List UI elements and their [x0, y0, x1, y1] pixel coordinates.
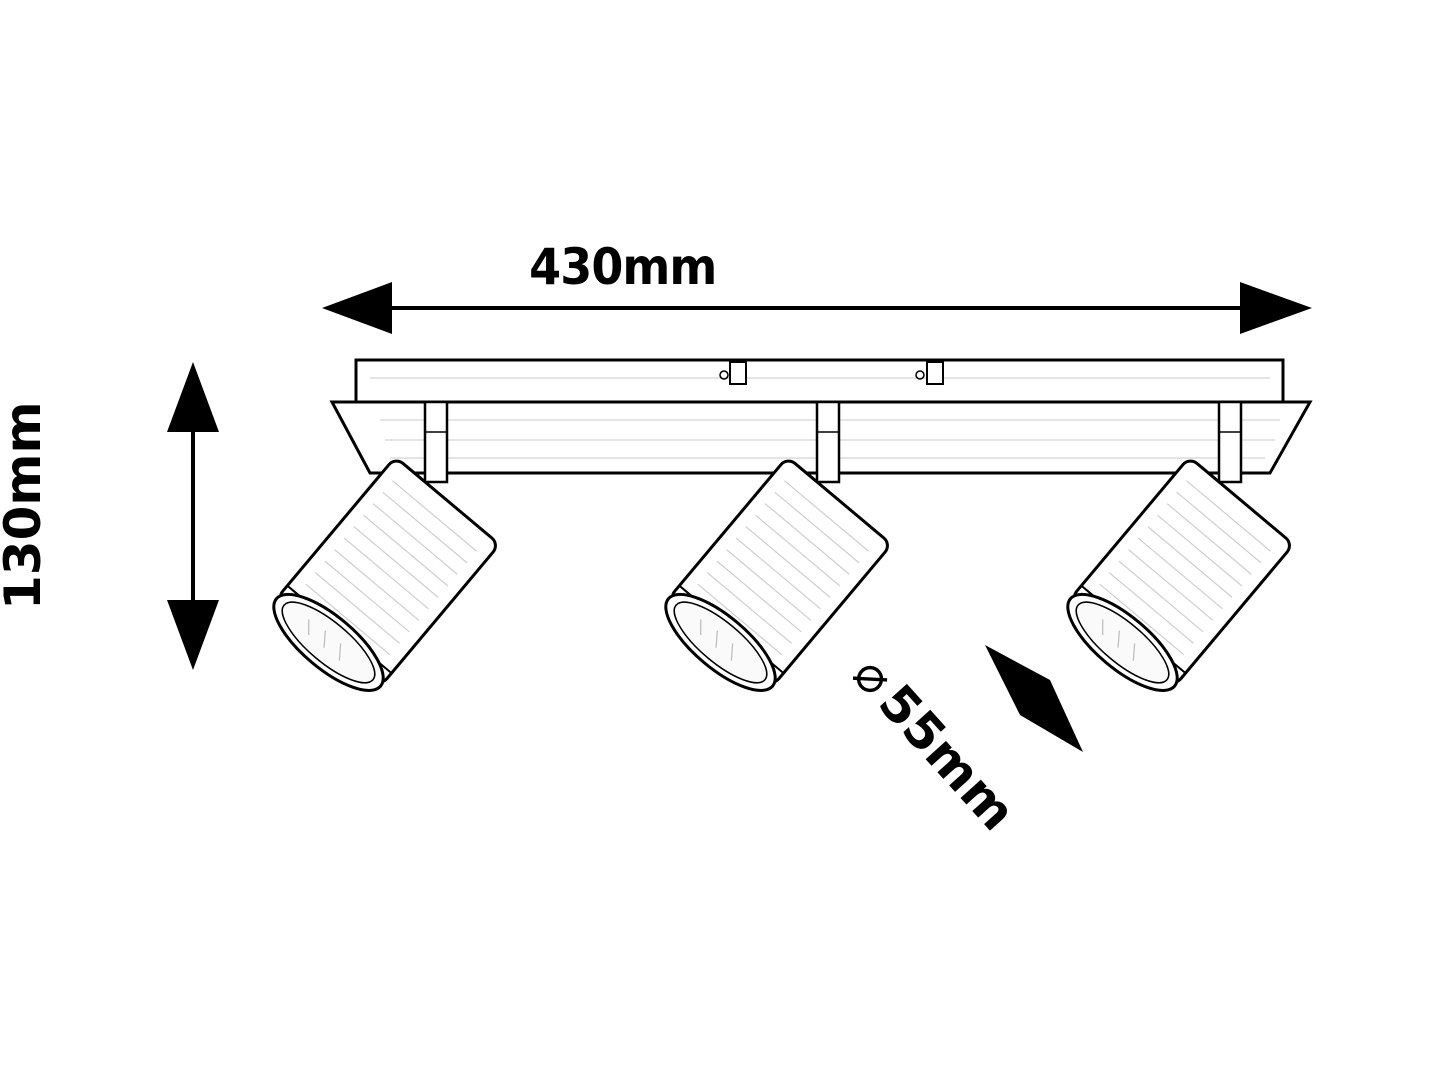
width-label: 430mm [0, 242, 1440, 292]
height-dimension-arrow [167, 362, 219, 670]
width-dimension-arrow [322, 282, 1312, 334]
mounting-clip-icon [915, 361, 944, 385]
width-value: 430mm [529, 238, 717, 296]
mounting-clip-icon [719, 361, 747, 385]
diameter-dimension-arrow [985, 645, 1083, 752]
height-label: 130mm [0, 401, 52, 610]
